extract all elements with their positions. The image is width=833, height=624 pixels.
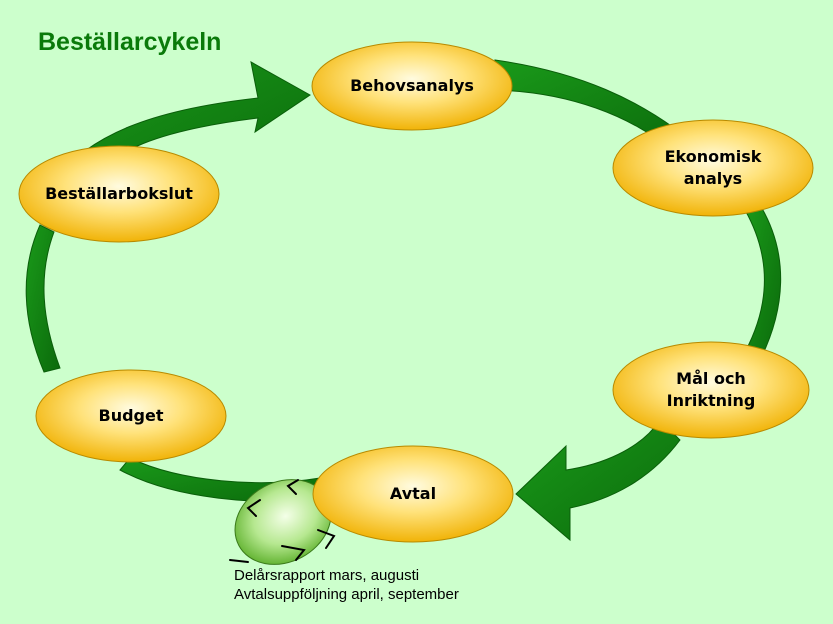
- node-budget: Budget: [98, 405, 164, 425]
- followup-chevrons: [229, 479, 336, 563]
- followup-line-2: Avtalsuppföljning april, september: [234, 586, 459, 603]
- cycle-arrow-right: [744, 204, 782, 361]
- page-title: Beställarcykeln: [38, 28, 222, 56]
- node-mal-och-inriktning: Mål och Inriktning: [666, 368, 756, 410]
- node-behovsanalys: Behovsanalys: [350, 75, 474, 95]
- cycle-arrow-left: [25, 224, 61, 373]
- node-ellipses: [18, 41, 814, 543]
- node-avtal: Avtal: [389, 483, 437, 503]
- followup-note: Delårsrapport mars, augusti Avtalsuppföl…: [234, 566, 459, 604]
- node-bestallarbokslut: Beställarbokslut: [45, 183, 193, 203]
- node-ekonomisk-analys: Ekonomisk analys: [664, 146, 762, 188]
- followup-line-1: Delårsrapport mars, augusti: [234, 567, 420, 584]
- cycle-arrow-bottom-right: [515, 419, 681, 542]
